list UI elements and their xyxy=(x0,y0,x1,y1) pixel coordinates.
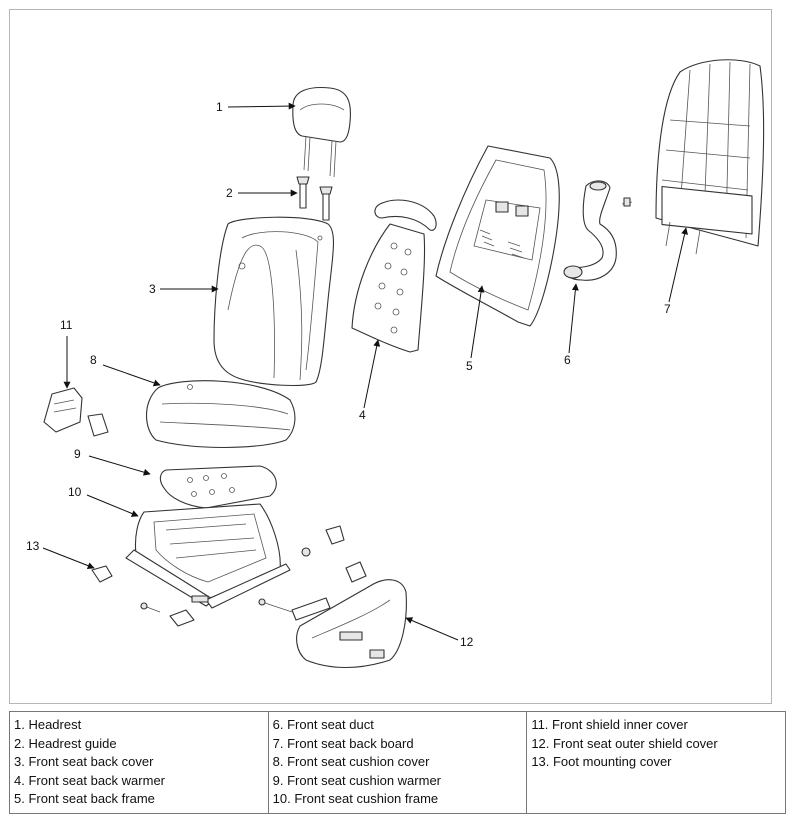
legend-item: 10. Front seat cushion frame xyxy=(272,791,439,806)
headrest xyxy=(292,86,352,178)
front-seat-cushion-cover xyxy=(146,380,296,449)
exploded-diagram: 1 2 3 4 5 6 7 8 9 10 11 12 13 xyxy=(9,9,772,704)
legend-item: 8. Front seat cushion cover xyxy=(272,754,430,769)
legend-item: 3. Front seat back cover xyxy=(14,754,154,769)
legend-column-2: 6. Front seat duct 7. Front seat back bo… xyxy=(267,711,528,814)
legend-item: 7. Front seat back board xyxy=(272,735,414,751)
callout-2: 2 xyxy=(226,186,233,200)
callout-9: 9 xyxy=(74,447,81,461)
callout-11: 11 xyxy=(60,318,73,332)
front-seat-outer-shield-cover xyxy=(258,525,407,669)
callout-5: 5 xyxy=(466,359,473,373)
legend-item: 9. Front seat cushion warmer xyxy=(272,772,442,788)
front-seat-cushion-frame xyxy=(125,503,291,609)
legend-column-3: 11. Front shield inner cover 12. Front s… xyxy=(526,711,786,814)
front-seat-duct xyxy=(563,180,633,281)
front-seat-cushion-warmer xyxy=(159,465,277,509)
callout-7: 7 xyxy=(664,302,671,316)
legend-item: 11. Front shield inner cover xyxy=(531,717,688,732)
seat-exploded-view: 1 2 3 4 5 6 7 8 9 10 11 12 13 xyxy=(26,59,765,669)
leader-lines xyxy=(42,102,689,641)
front-shield-inner-cover xyxy=(43,387,109,437)
callout-1: 1 xyxy=(216,100,223,114)
callout-12: 12 xyxy=(460,635,474,649)
legend-column-1: 1. Headrest 2. Headrest guide 3. Front s… xyxy=(9,711,269,814)
front-seat-back-warmer xyxy=(351,199,437,353)
legend-item: 12. Front seat outer shield cover xyxy=(531,735,718,751)
callout-6: 6 xyxy=(564,353,571,367)
callout-13: 13 xyxy=(26,539,40,553)
callout-10: 10 xyxy=(68,485,82,499)
callout-3: 3 xyxy=(149,282,156,296)
front-seat-back-frame xyxy=(435,145,560,327)
legend-item: 6. Front seat duct xyxy=(272,717,374,732)
legend-item: 4. Front seat back warmer xyxy=(14,772,165,788)
legend-item: 1. Headrest xyxy=(14,717,82,732)
callout-8: 8 xyxy=(90,353,97,367)
legend-item: 5. Front seat back frame xyxy=(14,791,155,806)
front-seat-back-board xyxy=(655,59,765,255)
foot-mounting-cover xyxy=(91,565,195,627)
front-seat-back-cover xyxy=(213,216,335,387)
legend-item: 13. Foot mounting cover xyxy=(531,754,672,769)
parts-legend: 1. Headrest 2. Headrest guide 3. Front s… xyxy=(9,711,786,814)
legend-item: 2. Headrest guide xyxy=(14,735,117,751)
callout-4: 4 xyxy=(359,408,366,422)
headrest-guides xyxy=(296,176,333,221)
